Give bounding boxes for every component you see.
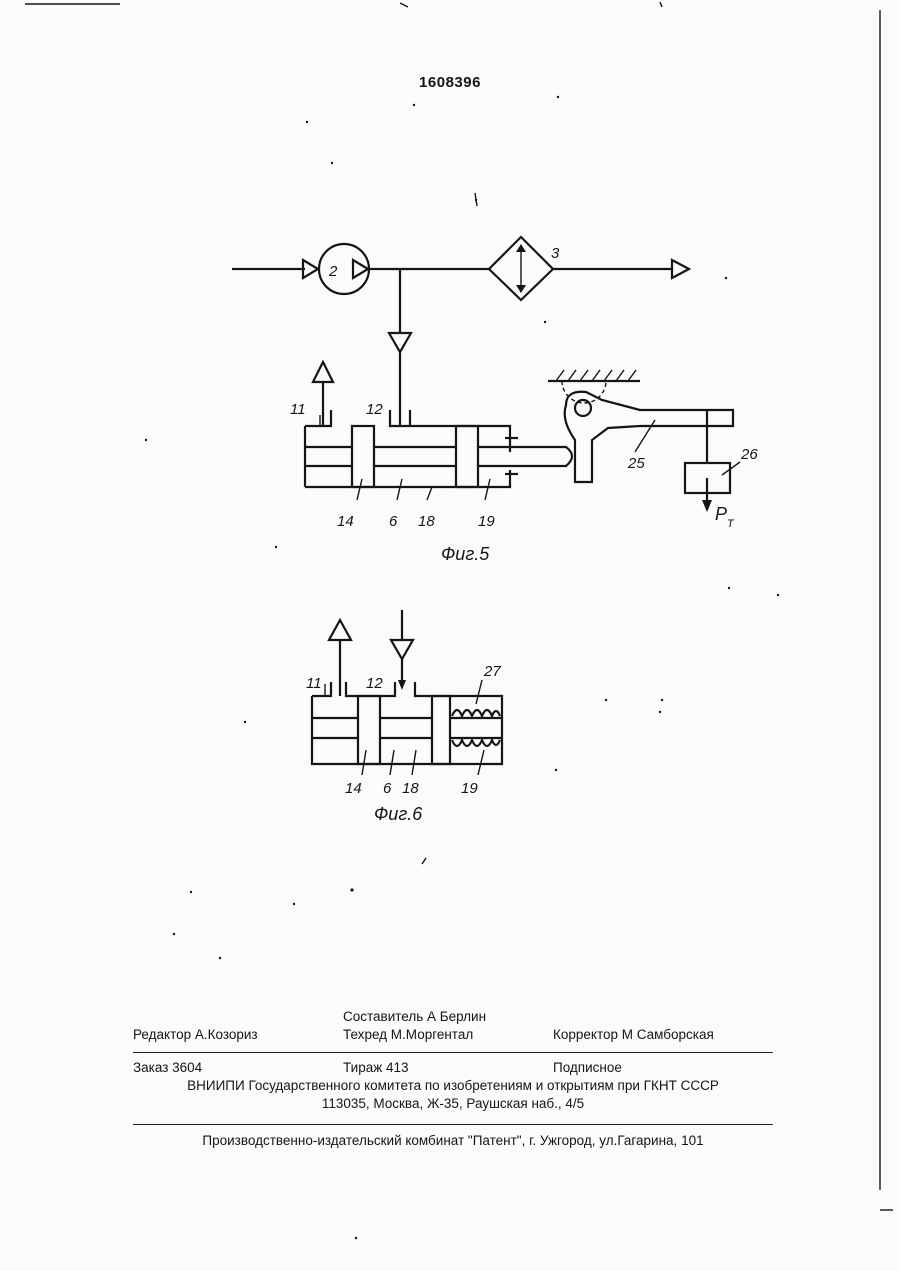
- scan-specks: [145, 2, 779, 1239]
- label-weight-26: 26: [740, 446, 758, 463]
- exhaust-arrow-fig6: [329, 620, 351, 640]
- supply-arrow: [389, 333, 411, 352]
- spool-land-14: [352, 426, 374, 487]
- label-port-11: 11: [290, 401, 306, 418]
- label-6: 6: [389, 513, 398, 530]
- corrector: Корректор М Самборская: [553, 1027, 714, 1042]
- label-14-fig6: 14: [345, 780, 362, 797]
- figure-6-caption: Фиг.6: [374, 804, 423, 824]
- compiler: Составитель А Берлин: [343, 1009, 486, 1024]
- label-6-fig6: 6: [383, 780, 392, 797]
- figure-5: 2 3 11 12 14 6 18 19 25 26 P T Фиг.5: [232, 237, 758, 564]
- label-pump-2: 2: [328, 263, 338, 280]
- label-force-sub: T: [727, 518, 735, 530]
- circulation: Тираж 413: [343, 1060, 409, 1075]
- footer-rule-2: [133, 1124, 773, 1125]
- label-heat-exchanger-3: 3: [551, 245, 560, 262]
- label-19: 19: [478, 513, 495, 530]
- subscription: Подписное: [553, 1060, 622, 1075]
- footer-rule-1: [133, 1052, 773, 1053]
- organization: ВНИИПИ Государственного комитета по изоб…: [133, 1078, 773, 1093]
- label-force-p: P: [715, 504, 727, 524]
- figure-5-caption: Фиг.5: [441, 544, 490, 564]
- exhaust-arrow: [313, 362, 333, 382]
- label-spring-27: 27: [483, 663, 501, 680]
- label-port-11-fig6: 11: [306, 675, 322, 692]
- label-port-12: 12: [366, 401, 383, 418]
- spool-land-19: [456, 426, 478, 487]
- spool-land-14-fig6: [358, 696, 380, 764]
- spring-27: [452, 710, 500, 746]
- supply-arrow-fig6: [391, 640, 413, 659]
- label-18-fig6: 18: [402, 780, 419, 797]
- order-number: Заказ 3604: [133, 1060, 202, 1075]
- outlet-arrow: [672, 260, 689, 278]
- address: 113035, Москва, Ж-35, Раушская наб., 4/5: [133, 1096, 773, 1111]
- label-19-fig6: 19: [461, 780, 478, 797]
- inlet-arrow: [303, 260, 318, 278]
- label-14: 14: [337, 513, 354, 530]
- editor: Редактор А.Козориз: [133, 1027, 258, 1042]
- label-18: 18: [418, 513, 435, 530]
- spool-land-19-fig6: [432, 696, 450, 764]
- label-lever-25: 25: [627, 455, 645, 472]
- label-port-12-fig6: 12: [366, 675, 383, 692]
- publisher: Производственно-издательский комбинат "П…: [133, 1133, 773, 1148]
- pump-symbol: [319, 244, 369, 294]
- figure-6: 11 12 27 14 6 18 19 Фиг.6: [306, 610, 502, 824]
- techred: Техред М.Моргентал: [343, 1027, 473, 1042]
